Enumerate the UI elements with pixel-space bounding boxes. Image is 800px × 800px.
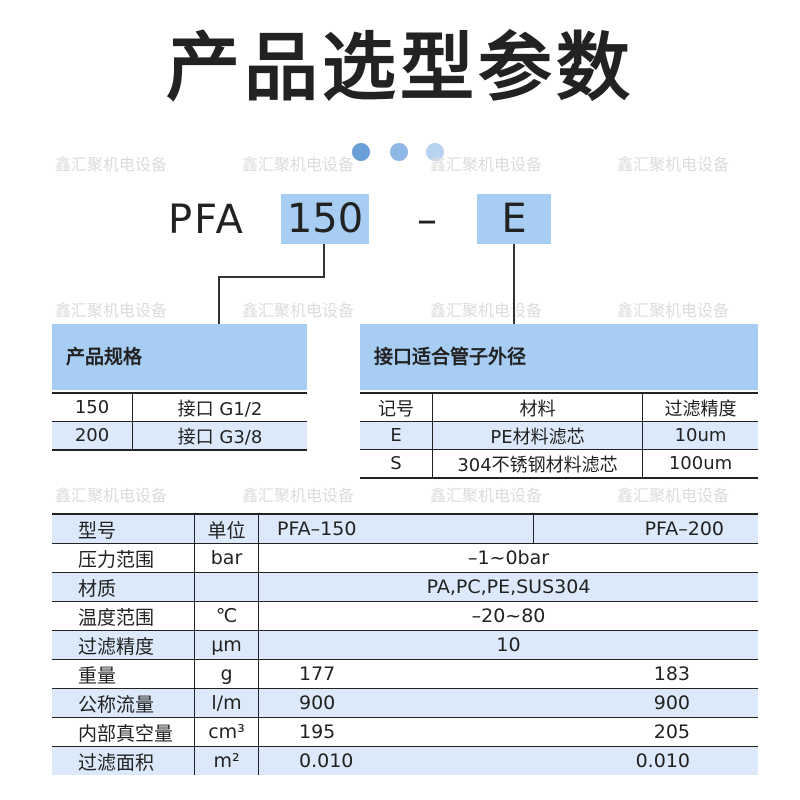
param-unit: l/m	[194, 688, 259, 718]
param-value: –20~80	[258, 601, 758, 631]
interface-mark: E	[360, 421, 433, 450]
param-unit	[194, 572, 259, 602]
watermark: 鑫汇聚机电设备	[55, 155, 168, 174]
column-header: PFA–200	[533, 514, 758, 544]
table-row: 材质 PA,PC,PE,SUS304	[52, 572, 758, 602]
param-unit: μm	[194, 630, 259, 660]
watermark: 鑫汇聚机电设备	[242, 155, 355, 174]
interface-table: 记号 材料 过滤精度 E PE材料滤芯 10um S 304不锈钢材料滤芯 10…	[360, 392, 758, 479]
watermark: 鑫汇聚机电设备	[55, 301, 168, 320]
param-value-pfa150: 900	[258, 688, 534, 718]
param-value-pfa200: 205	[533, 717, 758, 747]
table-row: 内部真空量 cm³ 195 205	[52, 717, 758, 747]
param-value-pfa150: 177	[258, 659, 534, 689]
param-value-pfa200: 900	[533, 688, 758, 718]
param-name: 温度范围	[52, 601, 195, 631]
param-name: 重量	[52, 659, 195, 689]
param-value-pfa150: 195	[258, 717, 534, 747]
spec-interface: 接口 G1/2	[177, 398, 263, 420]
param-name: 公称流量	[52, 688, 195, 718]
param-value-pfa200: 183	[533, 659, 758, 689]
connector-line	[513, 244, 515, 324]
param-value: PA,PC,PE,SUS304	[258, 572, 758, 602]
watermark: 鑫汇聚机电设备	[617, 301, 730, 320]
watermark: 鑫汇聚机电设备	[430, 301, 543, 320]
table-row: 温度范围 ℃ –20~80	[52, 601, 758, 631]
table-row: 过滤面积 m² 0.010 0.010	[52, 746, 758, 775]
connector-line	[218, 276, 220, 324]
column-header: 记号	[360, 393, 433, 422]
param-value-pfa200: 0.010	[533, 746, 758, 775]
table-row: S 304不锈钢材料滤芯 100um	[360, 449, 758, 478]
connector-line	[323, 244, 325, 277]
spec-table-header: 产品规格	[52, 324, 307, 390]
dot-2	[390, 143, 408, 161]
column-header: 材料	[432, 393, 643, 422]
table-row: 重量 g 177 183	[52, 659, 758, 689]
watermark: 鑫汇聚机电设备	[430, 155, 543, 174]
model-code-spec-box: 150	[281, 194, 369, 244]
interface-material: 304不锈钢材料滤芯	[432, 449, 643, 478]
table-row: 记号 材料 过滤精度	[360, 393, 758, 422]
connector-line	[218, 276, 325, 278]
param-table: 型号 单位 PFA–150 PFA–200 压力范围 bar –1~0bar 材…	[52, 513, 758, 775]
model-code-suffix-box: E	[477, 194, 551, 244]
table-row: 压力范围 bar –1~0bar	[52, 543, 758, 573]
param-unit: bar	[194, 543, 259, 573]
column-header: PFA–150	[258, 514, 534, 544]
dot-1	[352, 143, 370, 161]
spec-code: 150	[52, 393, 133, 422]
spec-code: 200	[52, 421, 133, 450]
column-header: 型号	[52, 514, 195, 544]
spec-table: 150 接口 G1/2 200 接口 G3/8	[52, 392, 307, 451]
watermark: 鑫汇聚机电设备	[617, 155, 730, 174]
param-value: –1~0bar	[258, 543, 758, 573]
interface-mark: S	[360, 449, 433, 478]
page-title: 产品选型参数	[166, 25, 634, 111]
watermark: 鑫汇聚机电设备	[242, 486, 355, 505]
param-unit: ℃	[194, 601, 259, 631]
param-name: 过滤精度	[52, 630, 195, 660]
watermark: 鑫汇聚机电设备	[242, 301, 355, 320]
interface-material: PE材料滤芯	[432, 421, 643, 450]
param-value: 10	[258, 630, 758, 660]
watermark: 鑫汇聚机电设备	[430, 486, 543, 505]
param-unit: g	[194, 659, 259, 689]
table-row: 过滤精度 μm 10	[52, 630, 758, 660]
watermark: 鑫汇聚机电设备	[617, 486, 730, 505]
column-header: 过滤精度	[664, 398, 737, 420]
interface-table-header: 接口适合管子外径	[360, 324, 758, 390]
interface-precision: 10um	[642, 421, 758, 450]
table-row: 150 接口 G1/2	[52, 393, 307, 422]
spec-interface: 接口 G3/8	[132, 421, 307, 450]
column-header: 单位	[194, 514, 259, 544]
table-row: 型号 单位 PFA–150 PFA–200	[52, 514, 758, 544]
param-name: 内部真空量	[52, 717, 195, 747]
table-row: 200 接口 G3/8	[52, 421, 307, 450]
dot-3	[426, 143, 444, 161]
param-unit: cm³	[194, 717, 259, 747]
param-name: 压力范围	[52, 543, 195, 573]
model-code-prefix: PFA	[168, 197, 245, 243]
watermark: 鑫汇聚机电设备	[55, 486, 168, 505]
interface-precision: 100um	[642, 449, 758, 478]
param-name: 材质	[52, 572, 195, 602]
param-value-pfa150: 0.010	[258, 746, 534, 775]
table-row: 公称流量 l/m 900 900	[52, 688, 758, 718]
model-code-dash: –	[417, 197, 437, 243]
param-name: 过滤面积	[52, 746, 195, 775]
param-unit: m²	[194, 746, 259, 775]
table-row: E PE材料滤芯 10um	[360, 421, 758, 450]
